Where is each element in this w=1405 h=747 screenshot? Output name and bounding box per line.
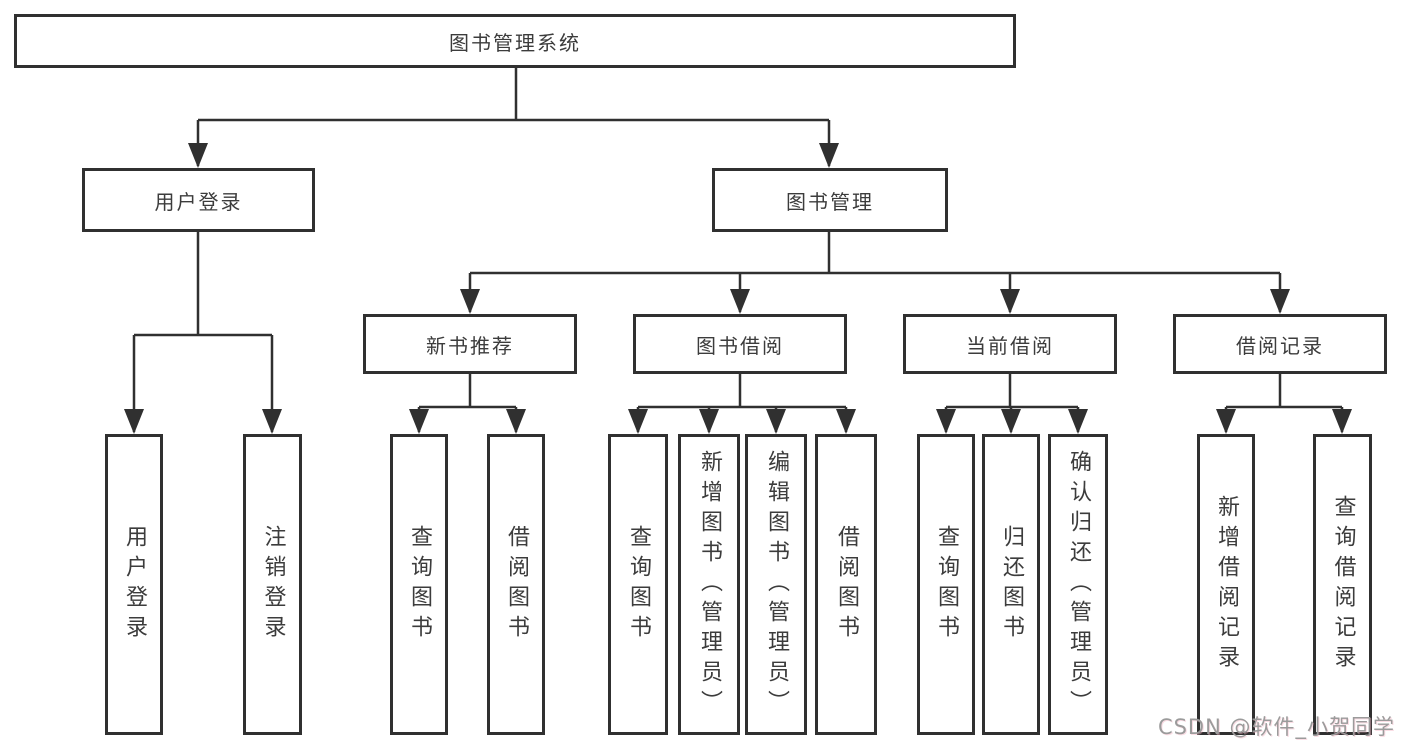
arrow-down-icon <box>730 289 750 314</box>
node-label: 新书推荐 <box>426 333 514 358</box>
leaf-label: 确认归还（管理员） <box>1066 449 1091 720</box>
arrow-down-icon <box>628 409 648 434</box>
leaf-label: 注销登录 <box>260 524 286 645</box>
node-label: 图书管理系统 <box>449 30 581 55</box>
arrow-down-icon <box>819 143 839 168</box>
arrow-down-icon <box>1000 289 1020 314</box>
leaf-query-books: 查询图书 <box>917 434 975 735</box>
node-book-management: 图书管理 <box>712 168 948 232</box>
leaf-query-books: 查询图书 <box>390 434 448 735</box>
leaf-user-login: 用户登录 <box>105 434 163 735</box>
leaf-add-borrow-record: 新增借阅记录 <box>1197 434 1255 735</box>
arrow-down-icon <box>766 409 786 434</box>
leaf-label: 查询图书 <box>934 524 959 645</box>
arrowheads <box>124 143 1352 434</box>
leaf-label: 新增借阅记录 <box>1214 494 1239 675</box>
leaf-label: 借阅图书 <box>834 524 859 645</box>
leaf-borrow-books: 借阅图书 <box>815 434 877 735</box>
leaf-label: 用户登录 <box>122 524 147 645</box>
node-label: 借阅记录 <box>1236 333 1324 358</box>
arrow-down-icon <box>1216 409 1236 434</box>
node-label: 用户登录 <box>154 189 243 214</box>
node-borrowing-records: 借阅记录 <box>1173 314 1387 374</box>
node-book-borrowing: 图书借阅 <box>633 314 847 374</box>
arrow-down-icon <box>506 409 526 434</box>
node-label: 图书管理 <box>786 189 874 214</box>
leaf-borrow-books: 借阅图书 <box>487 434 545 735</box>
arrow-down-icon <box>1068 409 1088 434</box>
arrow-down-icon <box>409 409 429 434</box>
csdn-watermark: CSDN @软件_小贺同学 <box>1157 715 1395 739</box>
leaf-label: 查询图书 <box>626 524 651 645</box>
leaf-label: 借阅图书 <box>504 524 529 645</box>
arrow-down-icon <box>699 409 719 434</box>
arrow-down-icon <box>460 289 480 314</box>
arrow-down-icon <box>936 409 956 434</box>
arrow-down-icon <box>262 409 282 434</box>
arrow-down-icon <box>1332 409 1352 434</box>
leaf-query-borrow-records: 查询借阅记录 <box>1313 434 1372 735</box>
arrow-down-icon <box>836 409 856 434</box>
node-current-borrowing: 当前借阅 <box>903 314 1117 374</box>
leaf-label: 查询图书 <box>407 524 432 645</box>
leaf-label: 归还图书 <box>999 524 1024 645</box>
arrow-down-icon <box>188 143 208 168</box>
leaf-confirm-return-admin: 确认归还（管理员） <box>1048 434 1108 735</box>
leaf-logout: 注销登录 <box>243 434 302 735</box>
connector-lines <box>132 68 1344 432</box>
leaf-label: 新增图书（管理员） <box>697 449 722 720</box>
leaf-return-books: 归还图书 <box>982 434 1040 735</box>
arrow-down-icon <box>1270 289 1290 314</box>
node-library-management-system: 图书管理系统 <box>14 14 1016 68</box>
leaf-edit-books-admin: 编辑图书（管理员） <box>745 434 807 735</box>
arrow-down-icon <box>124 409 144 434</box>
leaf-query-books: 查询图书 <box>608 434 668 735</box>
leaf-label: 查询借阅记录 <box>1330 494 1356 675</box>
leaf-add-books-admin: 新增图书（管理员） <box>678 434 740 735</box>
node-user-login: 用户登录 <box>82 168 315 232</box>
leaf-label: 编辑图书（管理员） <box>764 449 789 720</box>
node-new-book-recommendation: 新书推荐 <box>363 314 577 374</box>
node-label: 当前借阅 <box>966 333 1054 358</box>
node-label: 图书借阅 <box>696 333 784 358</box>
arrow-down-icon <box>1001 409 1021 434</box>
